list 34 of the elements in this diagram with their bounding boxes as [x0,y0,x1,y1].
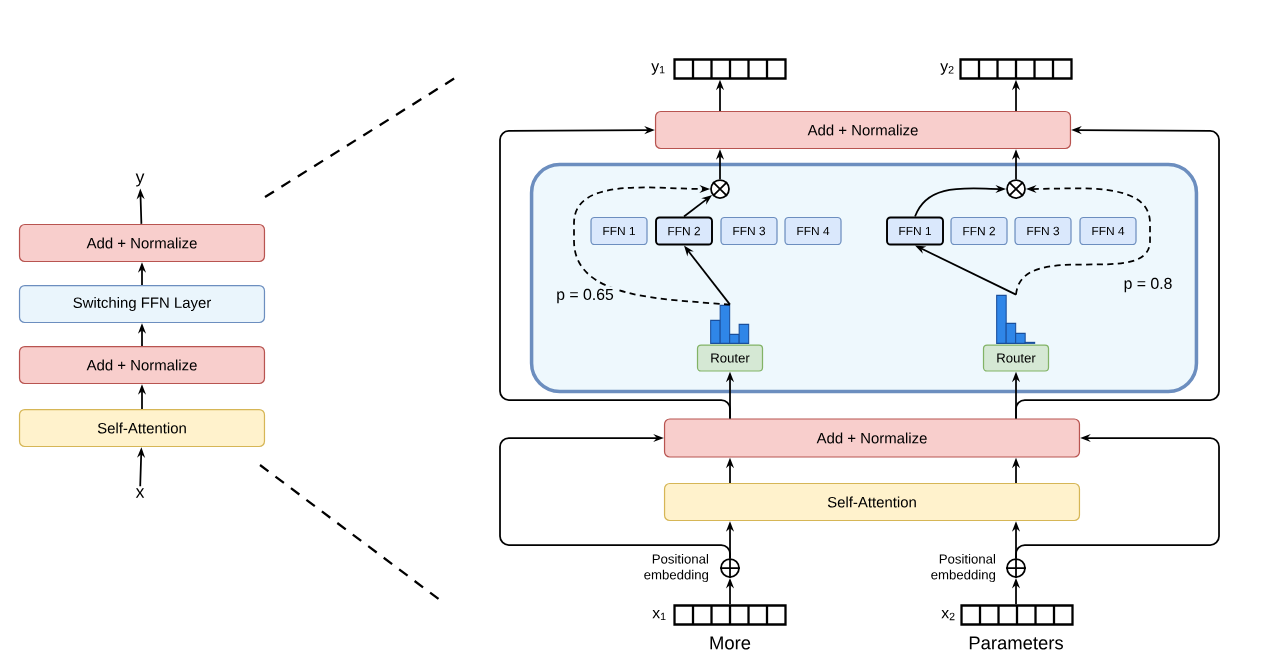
vector-label: y$_{1}$ [651,63,665,75]
dashed-arrow [573,184,731,306]
edge-label: p = 0.8 [1121,275,1176,295]
expert-box: FFN 3 [720,216,778,246]
layer-box: Add + Normalize [18,345,266,385]
layer-box: Add + Normalize [663,418,1081,458]
histogram-drawing [996,294,1036,344]
edge-label: p = 0.65 [553,286,617,306]
arrow [499,126,731,420]
expert-box: FFN 4 [1079,216,1137,246]
expert-box: FFN 1 [886,216,944,246]
arrow [499,433,731,559]
embedding-label: Positional embedding [644,553,709,583]
expert-box: FFN 2 [950,216,1008,246]
vector-label: x$_{2}$ [941,609,955,621]
layer-box: Add + Normalize [654,110,1072,150]
output-label: y [135,173,145,187]
vector-label: x$_{1}$ [652,609,666,621]
expert-box: FFN 4 [784,216,842,246]
expert-box: FFN 1 [590,216,648,246]
layer-box: Switching FFN Layer [18,284,266,324]
layer-box: Self-Attention [18,408,266,448]
vector-label: y$_{2}$ [940,63,954,75]
expert-box: FFN 2 [655,216,713,246]
router-box: Router [696,344,764,372]
layer-box: Add + Normalize [18,223,266,263]
word-label: More [710,636,751,650]
expert-box: FFN 3 [1014,216,1072,246]
output-label: x [135,488,145,498]
router-box: Router [982,344,1050,372]
histogram-drawing [710,304,750,344]
word-label: Parameters [969,636,1063,650]
embedding-label: Positional embedding [931,553,996,583]
layer-box: Self-Attention [663,482,1081,522]
